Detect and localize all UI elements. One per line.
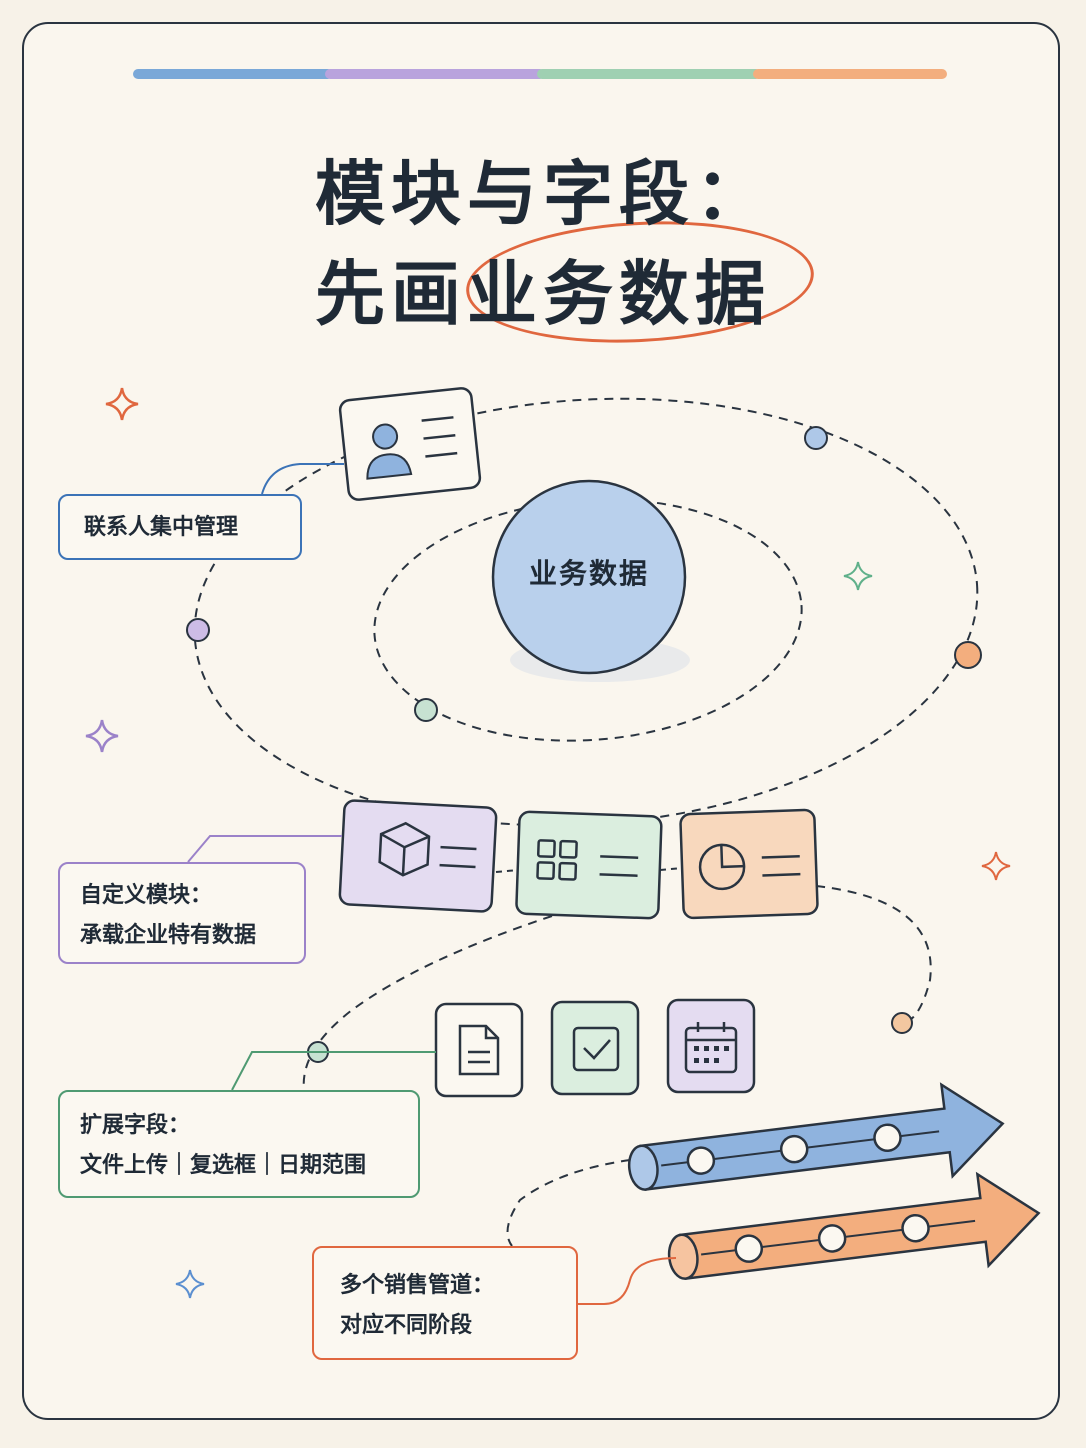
sparkle-icon <box>105 387 139 421</box>
orange-arrow-pipeline <box>667 1171 1041 1280</box>
module-label-box: 自定义模块： 承载企业特有数据 <box>58 862 306 964</box>
contact-card-icon <box>338 387 482 501</box>
module-card-cube <box>338 799 498 913</box>
page-title-line1: 模块与字段： <box>315 153 771 235</box>
path-dot <box>891 1012 913 1034</box>
calendar-icon <box>684 1022 738 1074</box>
pipeline-label-line1: 多个销售管道： <box>340 1273 495 1298</box>
sparkle-icon <box>843 561 873 591</box>
document-icon <box>458 1024 500 1076</box>
pipeline-label-line2: 对应不同阶段 <box>340 1313 473 1338</box>
orbit-dot <box>804 426 828 450</box>
contact-label-box: 联系人集中管理 <box>58 494 302 560</box>
module-connector <box>187 835 342 863</box>
contact-connector <box>261 463 344 495</box>
module-label-line1: 自定义模块： <box>80 883 213 908</box>
center-label: 业务数据 <box>528 557 649 590</box>
grid-icon <box>536 839 578 881</box>
module-card-grid <box>515 810 663 920</box>
sparkle-icon <box>85 719 119 753</box>
field-label-line1: 扩展字段： <box>80 1113 191 1138</box>
contact-label: 联系人集中管理 <box>84 515 239 540</box>
field-tile-calendar <box>666 998 756 1094</box>
field-connector <box>231 1051 436 1091</box>
sparkle-icon <box>981 851 1011 881</box>
cube-icon <box>378 821 431 877</box>
orbit-dot <box>414 698 438 722</box>
sparkle-icon <box>175 1269 205 1299</box>
field-tile-document <box>434 1002 524 1098</box>
field-tile-checkbox <box>550 1000 640 1096</box>
orbit-dot <box>954 641 982 669</box>
pipeline-label-box: 多个销售管道： 对应不同阶段 <box>312 1246 578 1360</box>
blue-arrow-pipeline <box>627 1082 1005 1191</box>
module-card-pie <box>679 808 819 920</box>
pie-chart-icon <box>698 843 746 891</box>
orbit-dot <box>186 618 210 642</box>
field-label-line2: 文件上传｜复选框｜日期范围 <box>80 1153 367 1178</box>
checkbox-icon <box>572 1026 620 1072</box>
business-data-sphere <box>491 479 687 675</box>
module-label-line2: 承载企业特有数据 <box>80 923 257 948</box>
pipeline-connector <box>578 1257 677 1305</box>
page-title-line2: 先画业务数据 <box>315 253 771 335</box>
field-label-box: 扩展字段： 文件上传｜复选框｜日期范围 <box>58 1090 420 1198</box>
